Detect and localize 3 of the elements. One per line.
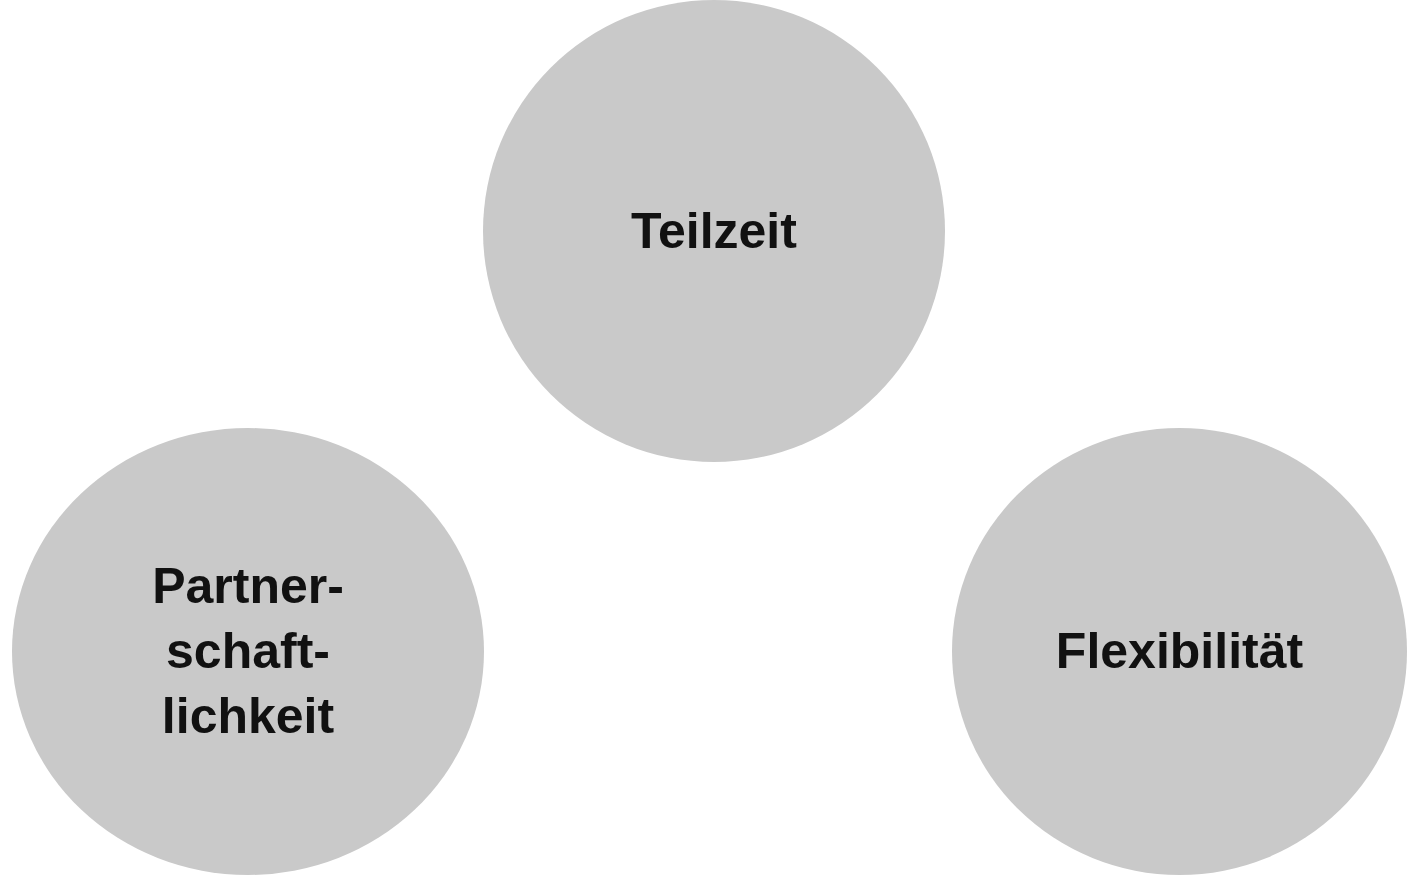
circle-label: Teilzeit	[631, 201, 797, 261]
circle-label: Partner- schaft- lichkeit	[151, 557, 345, 746]
circle-label: Flexibilität	[1055, 622, 1304, 681]
